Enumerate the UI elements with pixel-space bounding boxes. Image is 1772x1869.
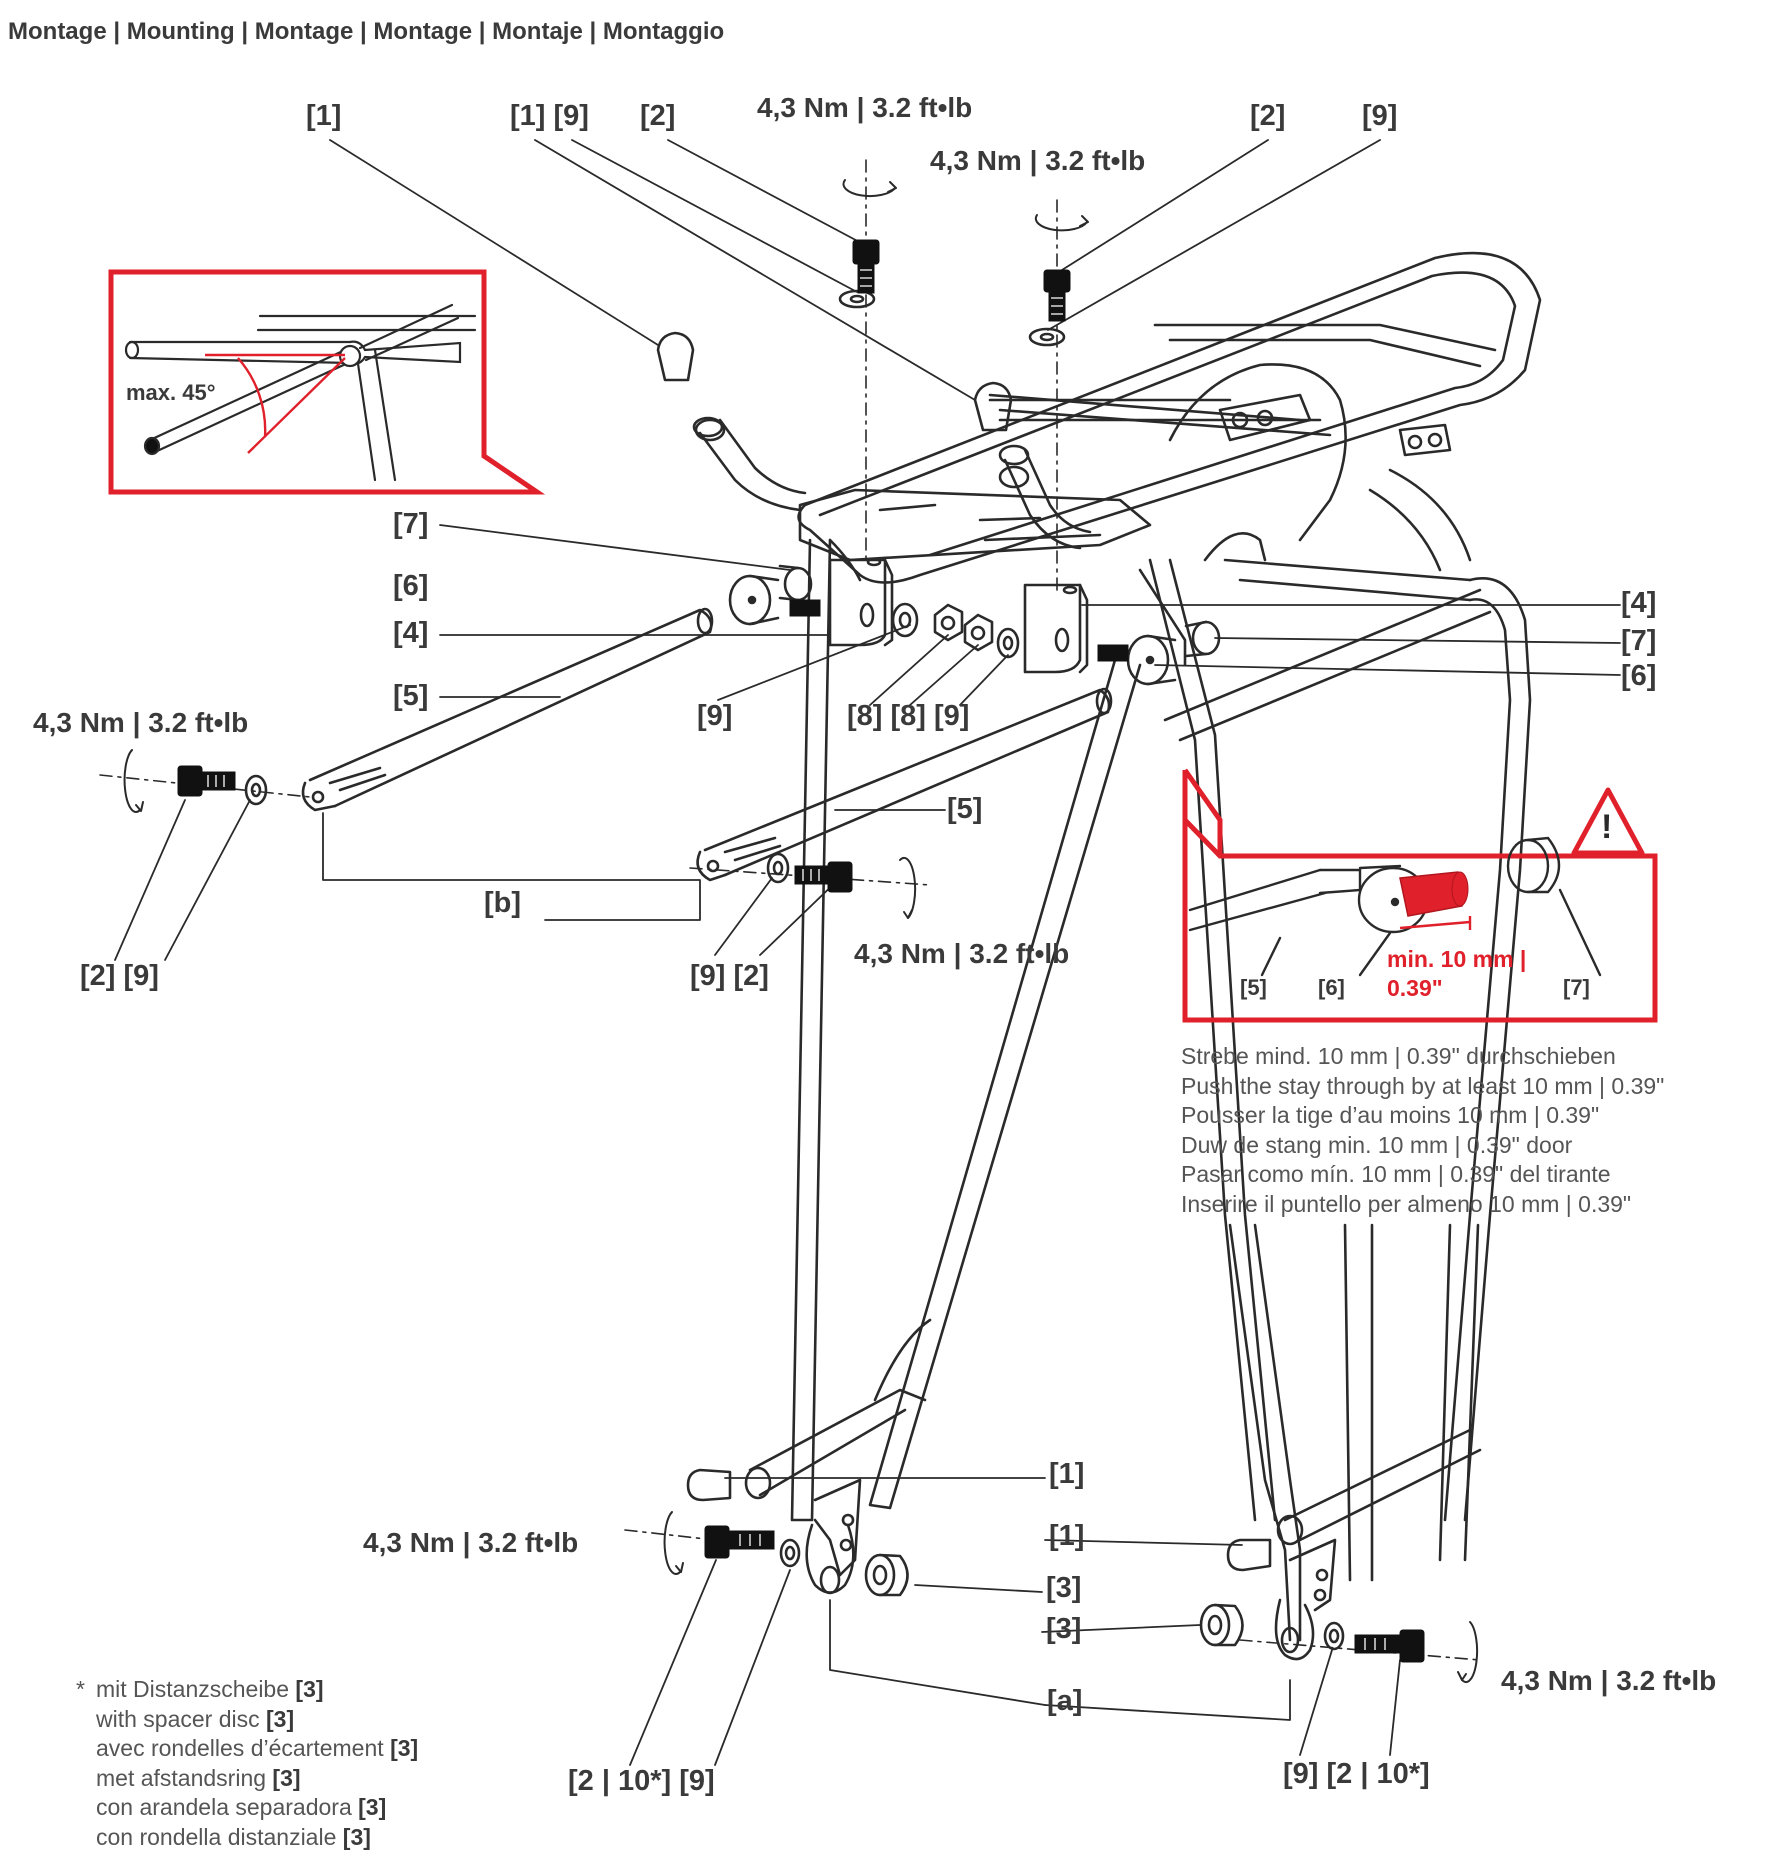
warning-label-7: [7]: [1563, 975, 1590, 1000]
torque-label-bottom-left: 4,3 Nm | 3.2 ft•lb: [363, 1527, 579, 1558]
footnote-part: [3]: [272, 1764, 301, 1791]
instruction-it: Inserire il puntello per almeno 10 mm | …: [1181, 1190, 1632, 1217]
part-label-5-left: [5]: [393, 680, 429, 712]
part-label-3-upper: [3]: [1046, 1572, 1082, 1604]
part-label-1-top: [1]: [306, 100, 342, 132]
footnote-line-it: con rondella distanziale: [96, 1823, 337, 1850]
footnote-part: [3]: [358, 1794, 387, 1820]
part-label-4-right: [4]: [1621, 587, 1657, 619]
torque-label-middle: 4,3 Nm | 3.2 ft•lb: [854, 938, 1070, 969]
footnote-part: [3]: [390, 1735, 419, 1761]
part-label-7-right: [7]: [1621, 625, 1657, 657]
torque-label-bottom-right: 4,3 Nm | 3.2 ft•lb: [1501, 1665, 1717, 1696]
part-label-1-bottom-left: [1]: [1049, 1458, 1085, 1490]
max-angle-label: max. 45°: [126, 380, 216, 405]
part-label-2-top-right: [2]: [1250, 100, 1286, 132]
footnote-line-nl: met afstandsring: [96, 1764, 267, 1791]
part-label-3-lower: [3]: [1046, 1613, 1082, 1645]
footnote-line-de: mit Distanzscheibe: [96, 1676, 290, 1702]
part-label-a: [a]: [1047, 1685, 1083, 1717]
part-label-2-9-left: [2] [9]: [80, 960, 159, 992]
instruction-fr: Pousser la tige d’au moins 10 mm | 0.39": [1181, 1102, 1600, 1128]
part-label-9-2-10-right: [9] [2 | 10*]: [1283, 1758, 1430, 1790]
min-length-line1: min. 10 mm |: [1387, 946, 1527, 972]
part-label-5-mid: [5]: [947, 793, 983, 825]
rack-platform: [797, 251, 1542, 584]
footnote-part: [3]: [266, 1705, 295, 1732]
torque-label-top-left: 4,3 Nm | 3.2 ft•lb: [757, 92, 973, 123]
part-label-4-left: [4]: [393, 617, 429, 649]
instruction-nl: Duw de stang min. 10 mm | 0.39" door: [1181, 1131, 1573, 1158]
part-label-8-8-9: [8] [8] [9]: [847, 700, 970, 732]
instruction-es: Pasar como mín. 10 mm | 0.39" del tirant…: [1181, 1161, 1611, 1187]
warning-icon: [1571, 787, 1645, 856]
part-label-1-9-top: [1] [9]: [510, 100, 589, 132]
min-length-line2: 0.39": [1387, 975, 1443, 1001]
part-label-1-bottom-right: [1]: [1049, 1520, 1085, 1552]
instructions: Strebe mind. 10 mm | 0.39" durchschieben…: [1181, 1042, 1664, 1219]
footnote-marker: *: [76, 1676, 85, 1702]
part-label-9-2-mid: [9] [2]: [690, 960, 769, 992]
instruction-en: Push the stay through by at least 10 mm …: [1181, 1072, 1665, 1099]
warning-exclamation: !: [1601, 808, 1613, 846]
page-title: Montage | Mounting | Montage | Montage |…: [8, 18, 725, 45]
footnote-part: [3]: [342, 1823, 371, 1850]
warning-inset: [1182, 768, 1658, 1023]
instruction-de: Strebe mind. 10 mm | 0.39" durchschieben: [1181, 1043, 1616, 1069]
footnote-line-en: with spacer disc: [96, 1705, 260, 1732]
torque-label-left: 4,3 Nm | 3.2 ft•lb: [33, 707, 249, 738]
part-label-7-left: [7]: [393, 508, 429, 540]
torque-label-top-right: 4,3 Nm | 3.2 ft•lb: [930, 145, 1146, 176]
part-label-b: [b]: [484, 887, 522, 919]
footnote-line-es: con arandela separadora: [96, 1794, 352, 1820]
footnote: * mit Distanzscheibe [3] with spacer dis…: [76, 1675, 418, 1852]
angle-inset: [108, 269, 546, 495]
warning-label-5: [5]: [1240, 975, 1267, 1000]
warning-label-6: [6]: [1318, 975, 1345, 1000]
part-label-2-top-left: [2]: [640, 100, 676, 132]
part-label-6-left: [6]: [393, 570, 429, 602]
part-label-2-10-9-left: [2 | 10*] [9]: [568, 1765, 715, 1797]
part-label-9-top-right: [9]: [1362, 100, 1398, 132]
part-label-6-right: [6]: [1621, 660, 1657, 692]
footnote-part: [3]: [295, 1676, 324, 1702]
bolts: [177, 239, 1425, 1663]
footnote-line-fr: avec rondelles d’écartement: [96, 1735, 384, 1761]
part-label-9-mid: [9]: [697, 700, 733, 732]
